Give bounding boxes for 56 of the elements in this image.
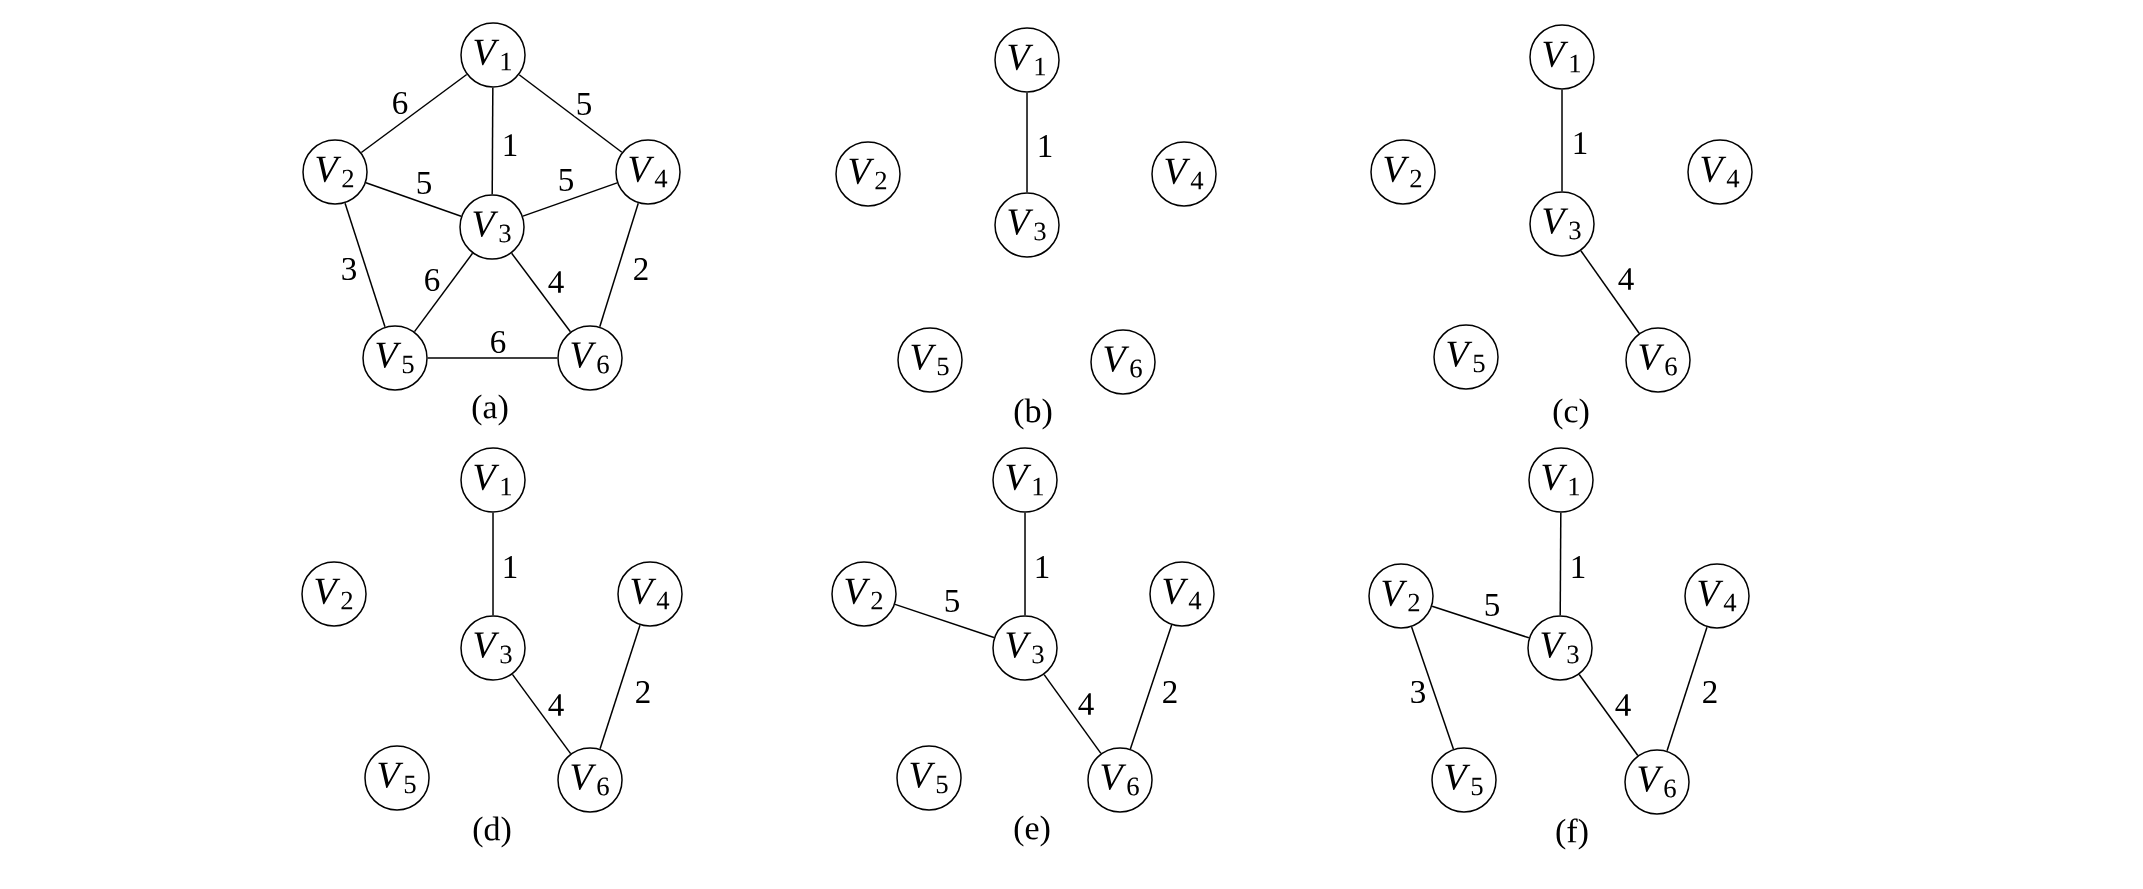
- edge-line: [344, 202, 386, 328]
- edge-line: [518, 74, 623, 153]
- edge-label: 3: [339, 256, 359, 282]
- edge-label: 1: [1570, 130, 1590, 156]
- edge-label: 1: [500, 132, 520, 158]
- edge-label: 5: [556, 167, 576, 193]
- edge-line: [492, 512, 494, 616]
- edge-label: 6: [488, 329, 508, 355]
- panel-caption: (c): [1553, 398, 1589, 430]
- edge-label: 3: [1408, 679, 1428, 705]
- edge-line: [1129, 624, 1173, 750]
- edge-label: 6: [422, 267, 442, 293]
- panel-caption: (e): [1014, 815, 1050, 847]
- edge-label: 4: [1616, 266, 1636, 292]
- edge-line: [1561, 89, 1563, 192]
- edge-line: [1559, 512, 1562, 616]
- edge-line: [522, 182, 618, 217]
- edge-line: [1043, 673, 1102, 755]
- edge-line: [511, 673, 572, 755]
- edge-line: [1578, 673, 1639, 757]
- panel-caption: (f): [1556, 818, 1588, 850]
- edge-line: [1666, 626, 1708, 752]
- edge-label: 1: [500, 554, 520, 580]
- edge-label: 2: [633, 679, 653, 705]
- edge-line: [491, 87, 494, 195]
- edge-label: 6: [390, 90, 410, 116]
- edge-label: 5: [414, 170, 434, 196]
- panel-caption: (a): [472, 394, 508, 426]
- edge-label: 5: [942, 588, 962, 614]
- edge-line: [1431, 605, 1530, 639]
- edge-label: 4: [546, 692, 566, 718]
- edge-line: [413, 252, 474, 333]
- edge-label: 2: [631, 256, 651, 282]
- edge-label: 1: [1568, 554, 1588, 580]
- edge-line: [365, 182, 462, 217]
- edge-label: 2: [1700, 679, 1720, 705]
- edge-line: [510, 252, 572, 333]
- edge-label: 4: [1613, 692, 1633, 718]
- edge-line: [427, 357, 558, 359]
- edge-label: 1: [1032, 554, 1052, 580]
- edge-line: [894, 603, 995, 639]
- edge-label: 5: [574, 91, 594, 117]
- edge-line: [1580, 250, 1640, 334]
- edge-label: 5: [1482, 592, 1502, 618]
- panel-caption: (d): [473, 816, 511, 848]
- edge-line: [1026, 92, 1028, 193]
- edge-label: 4: [1076, 691, 1096, 717]
- edge-line: [360, 73, 468, 154]
- edge-label: 4: [546, 269, 566, 295]
- edge-line: [599, 202, 639, 328]
- edge-label: 1: [1035, 133, 1055, 159]
- edge-line: [599, 624, 641, 750]
- edge-line: [1024, 512, 1026, 616]
- panel-caption: (b): [1014, 398, 1052, 430]
- edge-line: [1410, 626, 1455, 750]
- edge-label: 2: [1160, 679, 1180, 705]
